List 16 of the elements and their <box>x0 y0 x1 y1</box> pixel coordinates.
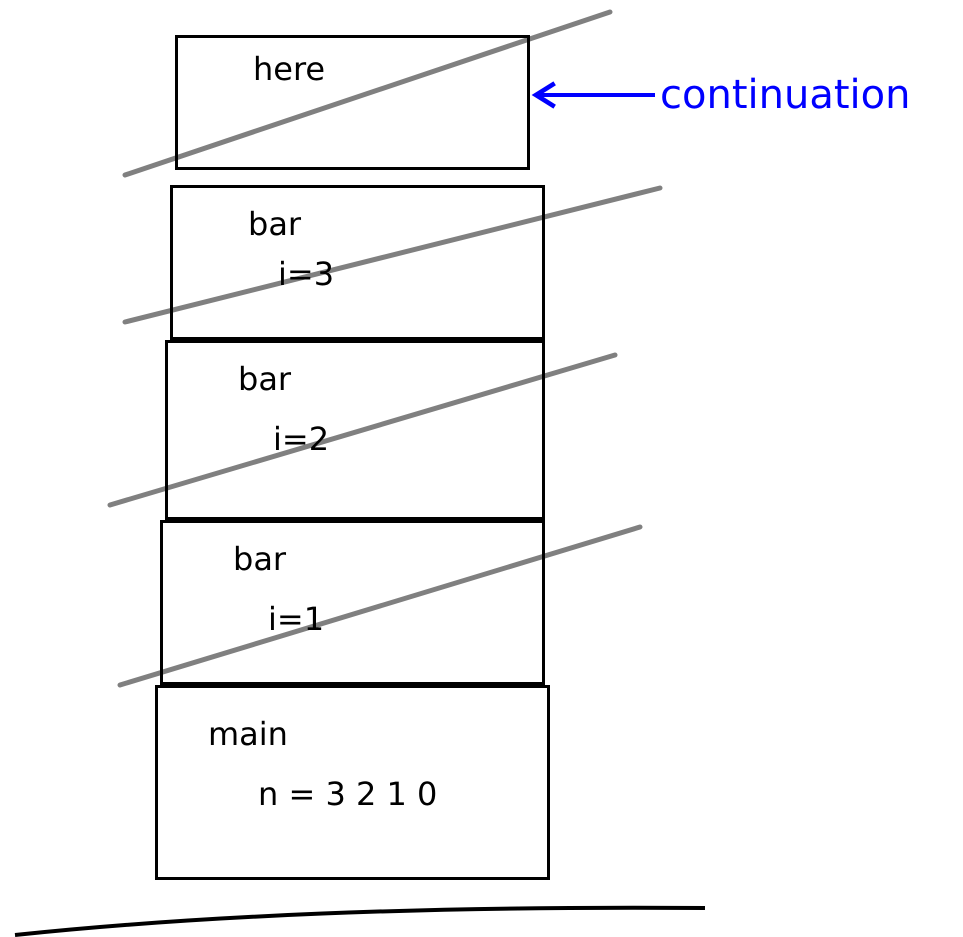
variable-value: i=1 <box>268 603 324 635</box>
stack-frame <box>170 185 545 340</box>
function-name: bar <box>233 543 286 575</box>
variable-value: i=3 <box>278 258 334 290</box>
stack-frame <box>160 520 545 685</box>
arrow <box>534 81 655 109</box>
function-name: here <box>253 53 326 85</box>
function-name: main <box>208 718 288 750</box>
stack-frame <box>165 340 545 520</box>
stack-frame <box>175 35 530 170</box>
variable-value: i=2 <box>273 423 330 455</box>
variable-value: n = 3 2 1 0 <box>258 778 438 810</box>
stack-frame <box>155 685 550 880</box>
function-name: bar <box>238 363 292 395</box>
annotation-text: continuation <box>660 75 910 115</box>
function-name: bar <box>248 208 302 240</box>
